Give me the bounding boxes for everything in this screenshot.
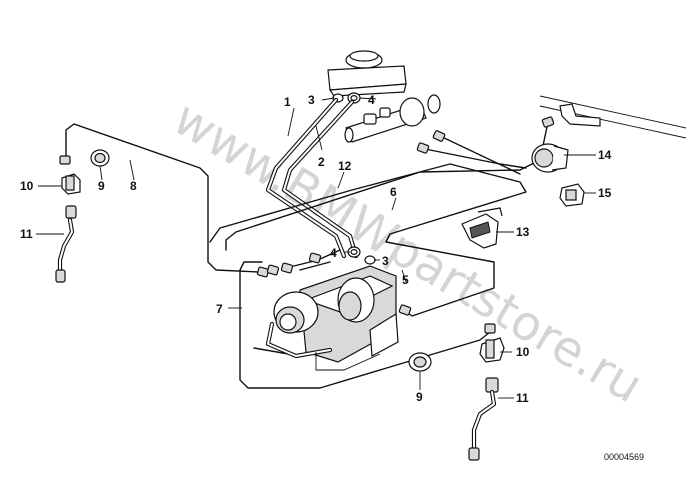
callout-13: 13 [516, 225, 530, 239]
seal-ring-3-lower[interactable] [364, 255, 376, 265]
callout-3-top: 3 [308, 93, 315, 107]
callout-9-right: 9 [416, 390, 423, 404]
brake-line-abs-2[interactable] [299, 261, 331, 271]
callout-15: 15 [598, 186, 612, 200]
brake-line-master[interactable] [439, 135, 521, 175]
callout-9-left: 9 [98, 179, 105, 193]
brake-hose-11-left[interactable] [55, 205, 77, 283]
callout-2: 2 [318, 155, 325, 169]
grommet-9-right[interactable] [408, 352, 432, 372]
brake-hose-11-right[interactable] [468, 377, 499, 461]
leader-lines [36, 97, 596, 399]
hose-1[interactable] [265, 97, 347, 259]
callout-10-left: 10 [20, 179, 34, 193]
callout-14: 14 [598, 148, 612, 162]
callout-5: 5 [402, 273, 409, 287]
callout-12: 12 [338, 159, 352, 173]
hose-2[interactable] [281, 99, 359, 259]
callout-11-right: 11 [516, 391, 529, 405]
line-fittings [59, 116, 555, 334]
callout-6: 6 [390, 185, 397, 199]
watermark-text: www.BMWpartstore.ru [164, 90, 652, 414]
bracket-10-left[interactable] [61, 173, 81, 195]
brake-line-6[interactable] [209, 163, 527, 317]
connector-15[interactable] [559, 183, 585, 207]
callout-4-lower: 4 [330, 246, 337, 260]
bracket-10-right[interactable] [479, 337, 505, 363]
callout-1: 1 [284, 95, 291, 109]
callout-7: 7 [216, 302, 223, 316]
brake-fluid-reservoir[interactable] [327, 50, 407, 97]
callout-4-top: 4 [368, 93, 375, 107]
grommet-9-left[interactable] [90, 149, 110, 167]
pressure-regulator-14[interactable] [531, 143, 569, 173]
brake-line-7[interactable] [239, 261, 491, 389]
callout-3-lower: 3 [382, 254, 389, 268]
callout-11-left: 11 [20, 227, 33, 241]
rear-axle-bracket [539, 95, 686, 139]
callout-labels: 1 3 4 2 12 6 4 3 5 7 8 9 10 11 9 10 11 1… [20, 93, 612, 405]
callout-10-right: 10 [516, 345, 530, 359]
abs-hydraulic-unit[interactable] [265, 265, 399, 371]
seal-ring-4-lower[interactable] [347, 246, 361, 258]
holder-13[interactable] [461, 207, 503, 249]
callout-8: 8 [130, 179, 137, 193]
master-cylinder[interactable] [344, 94, 441, 143]
brake-line-8[interactable] [65, 123, 259, 273]
brake-line-front[interactable] [419, 147, 527, 169]
drawing-reference-number: 00004569 [604, 452, 644, 462]
